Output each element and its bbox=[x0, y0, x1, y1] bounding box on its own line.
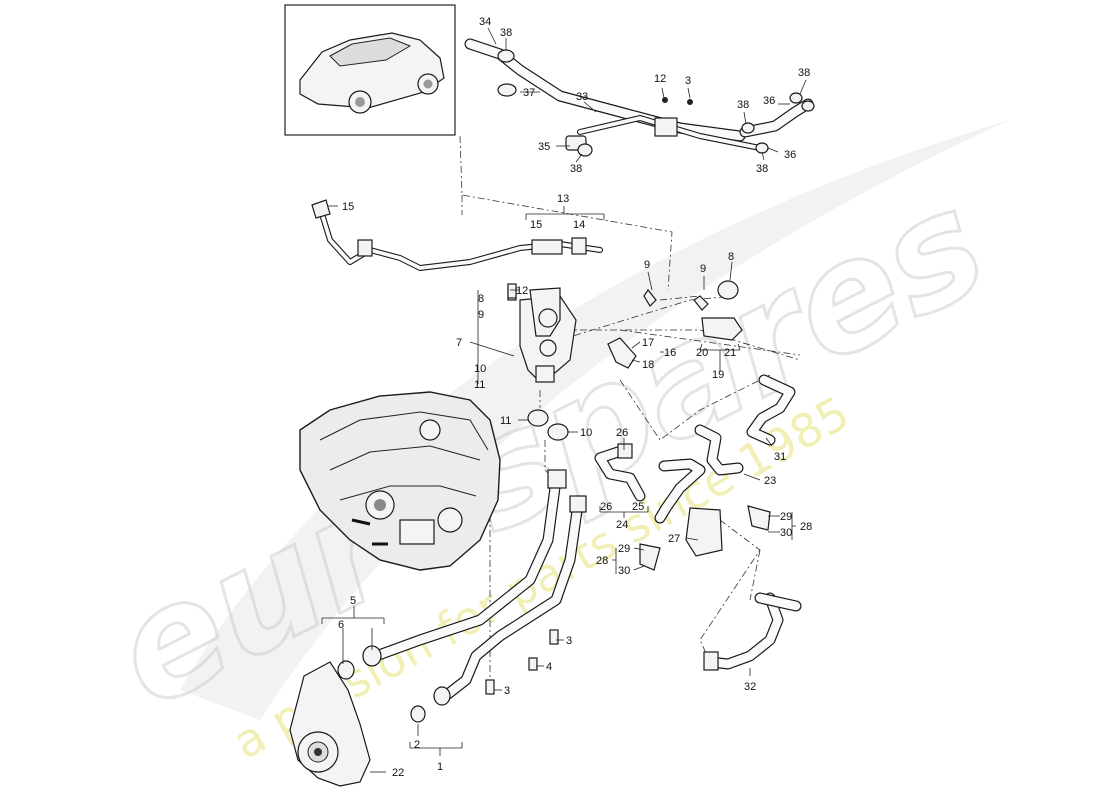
callout-8: 8 bbox=[728, 251, 734, 263]
callout-19: 19 bbox=[712, 369, 724, 381]
callout-3: 3 bbox=[566, 635, 572, 647]
top-pipe-assembly bbox=[464, 38, 815, 157]
callout-30: 30 bbox=[780, 527, 792, 539]
callout-18: 18 bbox=[642, 359, 654, 371]
callout-9: 9 bbox=[644, 259, 650, 271]
callout-38: 38 bbox=[737, 99, 749, 111]
callout-11: 11 bbox=[474, 379, 485, 391]
callout-9: 9 bbox=[478, 309, 484, 321]
callout-22: 22 bbox=[392, 767, 404, 779]
callout-28: 28 bbox=[800, 521, 812, 533]
callout-9: 9 bbox=[700, 263, 706, 275]
small-fittings bbox=[527, 280, 743, 441]
car-thumbnail bbox=[284, 4, 456, 136]
vent-line-assembly bbox=[311, 199, 603, 271]
callout-2: 2 bbox=[414, 739, 420, 751]
callout-30: 30 bbox=[618, 565, 630, 577]
callout-17: 17 bbox=[642, 337, 654, 349]
engine-block bbox=[299, 391, 501, 571]
watermark-swoosh bbox=[180, 120, 1010, 720]
lower-right-hose bbox=[703, 592, 802, 671]
callout-3: 3 bbox=[504, 685, 510, 697]
callout-34: 34 bbox=[479, 16, 491, 28]
right-hoses bbox=[594, 374, 796, 571]
callout-28: 28 bbox=[596, 555, 608, 567]
callout-38: 38 bbox=[756, 163, 768, 175]
callout-15: 15 bbox=[530, 219, 542, 231]
callout-38: 38 bbox=[500, 27, 512, 39]
callout-37: 37 bbox=[523, 87, 535, 99]
callout-38: 38 bbox=[798, 67, 810, 79]
callout-36: 36 bbox=[784, 149, 796, 161]
callout-5: 5 bbox=[350, 595, 356, 607]
callout-16: 16 bbox=[664, 347, 676, 359]
callout-3: 3 bbox=[685, 75, 691, 87]
callout-31: 31 bbox=[774, 451, 786, 463]
callout-25: 25 bbox=[632, 501, 644, 513]
callout-21: 21 bbox=[724, 347, 736, 359]
callout-8: 8 bbox=[478, 293, 484, 305]
bolts bbox=[485, 283, 559, 695]
thermostat-housing bbox=[507, 285, 577, 383]
water-pump bbox=[289, 661, 371, 787]
callout-labels: 34 38 37 33 12 3 38 36 38 36 38 35 38 15… bbox=[338, 16, 812, 779]
callout-12: 12 bbox=[654, 73, 666, 85]
callout-29: 29 bbox=[618, 543, 630, 555]
callout-7: 7 bbox=[456, 337, 462, 349]
callout-10: 10 bbox=[474, 363, 486, 375]
callout-1: 1 bbox=[437, 761, 443, 773]
callout-36: 36 bbox=[763, 95, 775, 107]
callout-24: 24 bbox=[616, 519, 628, 531]
callout-26: 26 bbox=[600, 501, 612, 513]
callout-14: 14 bbox=[573, 219, 585, 231]
leader-lines bbox=[321, 27, 807, 773]
callout-23: 23 bbox=[764, 475, 776, 487]
callout-27: 27 bbox=[668, 533, 680, 545]
callout-12: 12 bbox=[516, 285, 528, 297]
callout-35: 35 bbox=[538, 141, 550, 153]
callout-4: 4 bbox=[546, 661, 552, 673]
callout-29: 29 bbox=[780, 511, 792, 523]
callout-10: 10 bbox=[580, 427, 592, 439]
callout-33: 33 bbox=[576, 91, 588, 103]
callout-38: 38 bbox=[570, 163, 582, 175]
lower-pipes bbox=[337, 469, 587, 723]
callout-32: 32 bbox=[744, 681, 756, 693]
callout-11: 11 bbox=[500, 415, 511, 427]
dash-lines bbox=[459, 135, 801, 690]
callout-20: 20 bbox=[696, 347, 708, 359]
callout-13: 13 bbox=[557, 193, 569, 205]
callout-26: 26 bbox=[616, 427, 628, 439]
callout-15: 15 bbox=[342, 201, 354, 213]
callout-6: 6 bbox=[338, 619, 344, 631]
